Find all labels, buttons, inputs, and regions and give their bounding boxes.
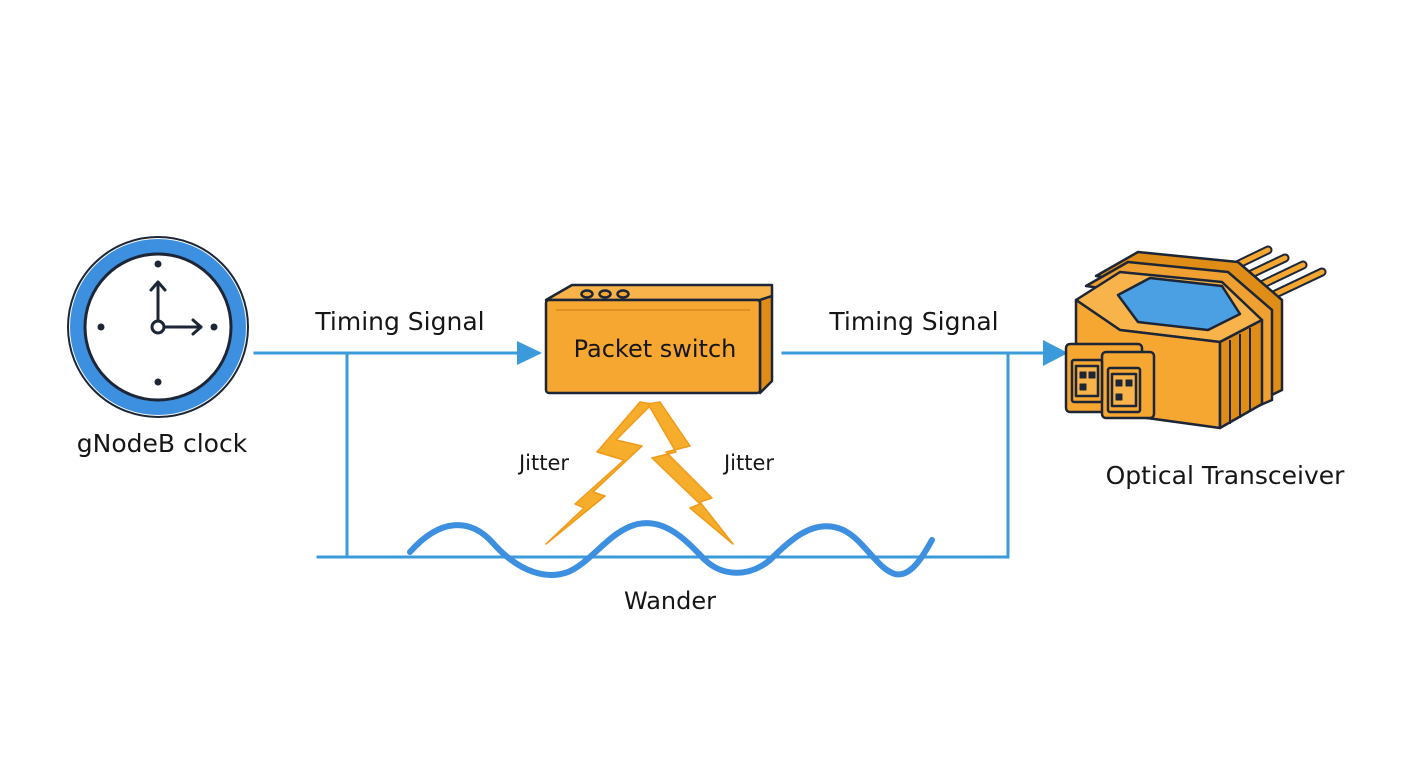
timing-signal-paths xyxy=(253,351,1047,559)
upstream-arrowhead xyxy=(517,341,542,365)
jitter-right-label: Jitter xyxy=(722,451,774,475)
upstream-timing-signal-label: Timing Signal xyxy=(314,307,484,336)
gnodeb-clock-label: gNodeB clock xyxy=(77,429,248,458)
jitter-bolt-left-icon xyxy=(545,401,653,545)
optical-transceiver-label: Optical Transceiver xyxy=(1106,461,1346,490)
packet-switch-icon xyxy=(544,283,774,395)
jitter-left-label: Jitter xyxy=(517,451,569,475)
gnodeb-clock-icon xyxy=(67,236,249,418)
downstream-arrowhead xyxy=(1043,340,1068,366)
optical-transceiver-icon xyxy=(1064,245,1327,430)
wander-wave xyxy=(407,520,935,578)
wander-label: Wander xyxy=(624,587,716,615)
jitter-bolt-right-icon xyxy=(647,401,734,545)
downstream-timing-signal-label: Timing Signal xyxy=(828,307,998,336)
packet-switch-label: Packet switch xyxy=(574,335,737,363)
